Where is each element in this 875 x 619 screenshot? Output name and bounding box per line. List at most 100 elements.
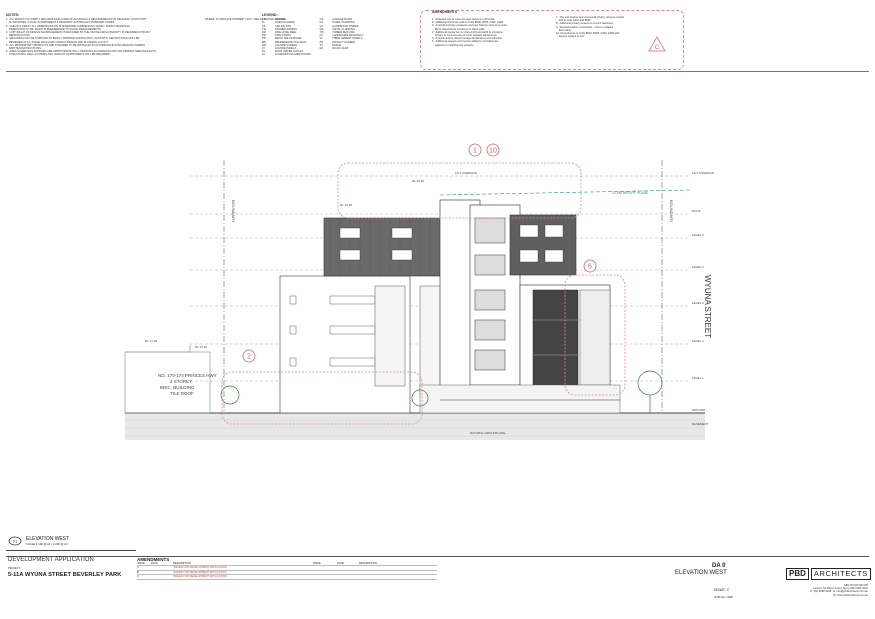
legend-code: FS xyxy=(319,21,323,25)
legend-name: FIRE STAIRS xyxy=(275,34,291,38)
elevation-drawing: 1 10 6 2 BOUNDARY BOUNDARY WYUNA STREET … xyxy=(124,143,714,440)
amendment-line: 6. Additional screens and louvres added … xyxy=(432,40,499,44)
note-line: AUTHORITIES / LOCAL GOVERNMENT & RELEVAN… xyxy=(6,21,115,25)
legend-name: FIRE HOSE REEL xyxy=(275,31,297,35)
legend-name: FIXED GLAZING xyxy=(275,21,295,25)
elevation-rule xyxy=(6,550,136,551)
cloud-number: 10 xyxy=(489,148,497,155)
rl-tag: RL 34.25 xyxy=(340,203,352,207)
boundary-label-left: BOUNDARY xyxy=(231,200,236,223)
amendment-cell: ISSUED FOR DEVELOPMENT APPLICATION xyxy=(173,575,227,579)
amendment-cell: ISSUED FOR DEVELOPMENT APPLICATION xyxy=(173,566,227,570)
note-line: REVIEWED AT CC STAGE WHICH MAY AFFECT DE… xyxy=(6,40,109,44)
legend-code: VT xyxy=(319,24,323,28)
level-label: GROUND xyxy=(692,408,706,412)
sheet-title: ELEVATION WEST xyxy=(675,570,727,576)
title-block xyxy=(6,556,869,614)
legend-name: FIBRE CEMENT PANELS xyxy=(332,37,363,41)
firm-logo: PBD ARCHITECTS xyxy=(786,568,871,580)
height-plane-label: 12.0M HEIGHT PLANE xyxy=(612,191,649,195)
amendment-line: floor plans. xyxy=(556,28,572,32)
logo-mark: PBD xyxy=(786,568,809,580)
legend-code: MC xyxy=(319,27,324,31)
legend-code: FW xyxy=(262,34,267,38)
amendment-cell: ISSUED FOR DEVELOPMENT APPLICATION xyxy=(173,570,227,574)
legend-name: ROOF WATER OUTLET xyxy=(275,50,304,54)
legend-code: FC xyxy=(319,34,324,38)
amendment-line: 1. Reduced roof to common open space to … xyxy=(432,18,496,21)
issue: ISSUE: C xyxy=(714,588,730,592)
development-application: DEVELOPMENT APPLICATION xyxy=(8,557,94,563)
ground-label: NATURAL GROUND LINE xyxy=(470,431,505,435)
amendment-cell xyxy=(151,575,173,578)
amendment-cell xyxy=(151,566,173,569)
note-line: 4. REGARDS FOR THE PURPOSE OF BASIX / PA… xyxy=(6,37,140,41)
legend-name: GARAGE DOOR xyxy=(332,18,353,22)
note-line: STRUCTURAL WALL SYSTEMS AND VARIOUS COMP… xyxy=(6,53,111,57)
level-label: LIFT OVERRUN xyxy=(692,171,714,175)
amendment-line: 5. Amendments to street frontage landsca… xyxy=(432,37,503,41)
amendments-notes: AMENDMENTS 1. Reduced roof to common ope… xyxy=(420,10,684,70)
legend-title: LEGEND: xyxy=(262,13,278,17)
header-rule xyxy=(6,71,869,72)
elevation-ref: 01 xyxy=(13,539,18,544)
level-label: ROOF xyxy=(692,209,701,213)
note-line: 3. COPYRIGHT OF DESIGN SHOWN HEREON IS R… xyxy=(6,31,151,35)
note-line: DIMENSIONS TO BE TAKEN IN PREFERENCE TO … xyxy=(6,27,102,31)
rl-left: RL 17.36 xyxy=(145,339,157,343)
notes-list: 1. ALL WORKS TO COMPLY WITH BUILDING COD… xyxy=(6,18,251,56)
legend-code: RL xyxy=(262,50,266,54)
level-label: LEVEL 2 xyxy=(692,339,704,343)
legend-code: RW xyxy=(262,43,267,47)
legend-name: LOUVRE SCREEN xyxy=(275,43,298,47)
legend-name: LOUVRE PANELS xyxy=(275,47,297,51)
amendment-line: adjacent to neighbouring property. xyxy=(432,43,475,47)
note-line: REPRODUCTION. xyxy=(6,34,31,38)
revision-triangle-icon: C xyxy=(648,36,666,52)
cloud-number: 2 xyxy=(247,354,251,361)
amendment-cell: B xyxy=(137,570,139,574)
header-cell: ISSUE xyxy=(137,562,145,565)
boundary-label-right: BOUNDARY xyxy=(669,200,674,223)
legend-name: METAL BALUSTRADE xyxy=(275,37,302,41)
level-label: LEVEL 5 xyxy=(692,233,704,237)
rl-left: RL 15.40 xyxy=(195,345,207,349)
header-cell: DESCRIPTION xyxy=(359,562,377,565)
amendment-line: and to units A401 and B401. xyxy=(556,19,592,23)
neighbour-label: NO. 170-174 PRINCES HWY xyxy=(158,373,217,378)
legend-name: AWNING xyxy=(275,18,286,22)
neighbour-label: TILE ROOF xyxy=(170,391,194,396)
note-line: 6. AREA SCHEDULES SUPPLIED ARE APPROXIMA… xyxy=(6,50,157,54)
amendment-cell: C xyxy=(137,575,139,579)
level-label: BASEMENT xyxy=(692,422,709,426)
elevation-label: 01 ELEVATION WEST SCALE 1:100 @ A1 / 1:2… xyxy=(8,536,69,546)
legend-code: CF xyxy=(262,24,266,28)
header-cell: ISSUE xyxy=(313,562,321,565)
da-number: DA 0 xyxy=(712,563,726,569)
header-cell: DATE xyxy=(151,562,158,565)
legend-code: TW xyxy=(319,31,324,35)
job-number: JOB No: 1946 xyxy=(714,595,733,599)
legend-code: PR xyxy=(319,40,324,44)
amendments-list-1: 1. Reduced roof to common open space to … xyxy=(432,18,542,47)
legend-code: ST xyxy=(319,43,323,47)
note-line: 5. ALL PROPRIETARY PRODUCTS ARE INTENDED… xyxy=(6,43,145,47)
neighbour-label: BRIC. BUILDING xyxy=(160,385,195,390)
amendment-line: layouts revised to unit. xyxy=(556,35,585,39)
amendment-line: 10. Amendments to Units B302, B305, A302… xyxy=(556,32,620,36)
amendments-title: AMENDMENTS xyxy=(137,557,170,562)
address-line: ABN 00 000 000 000 xyxy=(843,584,868,587)
svg-text:C: C xyxy=(655,45,660,51)
notes-side-note: WHERE TO INDICATE PROPERTY ETC. ARE AS S… xyxy=(205,18,286,21)
legend-name: RENDERED BLOCK WALL xyxy=(275,40,307,44)
legend-code: FL xyxy=(262,21,266,25)
amendment-line: privacy to common area & minor setback a… xyxy=(432,34,498,38)
legend-code: GS xyxy=(319,18,324,22)
logo-text: ARCHITECTS xyxy=(810,568,871,580)
notes-title: NOTES: xyxy=(6,13,20,17)
legend-name: HARDWOOD TIMBER xyxy=(332,24,359,28)
amendment-line: 4. Additional planter box to Units A103 … xyxy=(432,30,503,34)
